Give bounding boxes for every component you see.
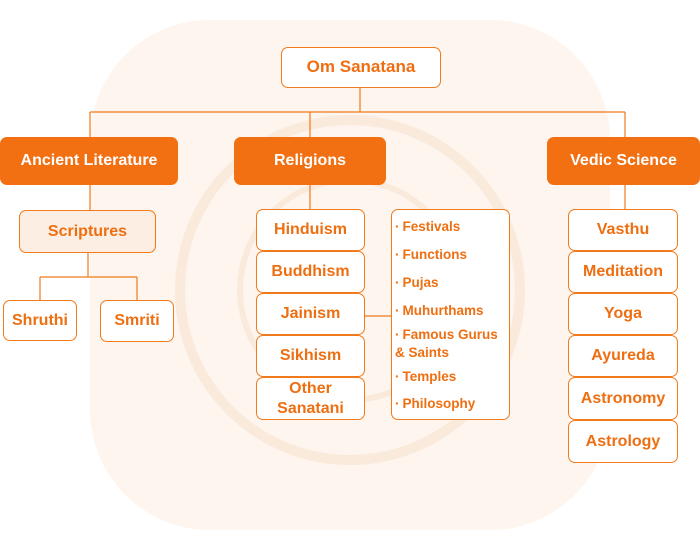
aspect-festivals: ·Festivals	[395, 219, 461, 234]
node-hinduism: Hinduism	[256, 209, 365, 251]
category-vedic-science: Vedic Science	[547, 137, 700, 185]
node-astronomy: Astronomy	[568, 377, 678, 420]
node-sikhism: Sikhism	[256, 335, 365, 377]
node-ayureda: Ayureda	[568, 335, 678, 377]
aspect-muhurthams: ·Muhurthams	[395, 303, 484, 318]
aspect-famous-gurus-saints: ·Famous Gurus & Saints	[395, 327, 498, 360]
node-jainism: Jainism	[256, 293, 365, 335]
religion-aspects-panel: ·Festivals ·Functions ·Pujas ·Muhurthams…	[391, 209, 510, 420]
category-ancient-literature: Ancient Literature	[0, 137, 178, 185]
node-buddhism: Buddhism	[256, 251, 365, 293]
node-smriti: Smriti	[100, 300, 174, 342]
node-vasthu: Vasthu	[568, 209, 678, 251]
category-religions: Religions	[234, 137, 386, 185]
node-shruthi: Shruthi	[3, 300, 77, 341]
node-yoga: Yoga	[568, 293, 678, 335]
aspect-philosophy: ·Philosophy	[395, 396, 476, 411]
node-other-sanatani: Other Sanatani	[256, 377, 365, 420]
aspect-functions: ·Functions	[395, 247, 467, 262]
root-node-om-sanatana: Om Sanatana	[281, 47, 441, 88]
node-scriptures: Scriptures	[19, 210, 156, 253]
node-meditation: Meditation	[568, 251, 678, 293]
aspect-pujas: ·Pujas	[395, 275, 439, 290]
aspect-temples: ·Temples	[395, 369, 457, 384]
node-astrology: Astrology	[568, 420, 678, 463]
